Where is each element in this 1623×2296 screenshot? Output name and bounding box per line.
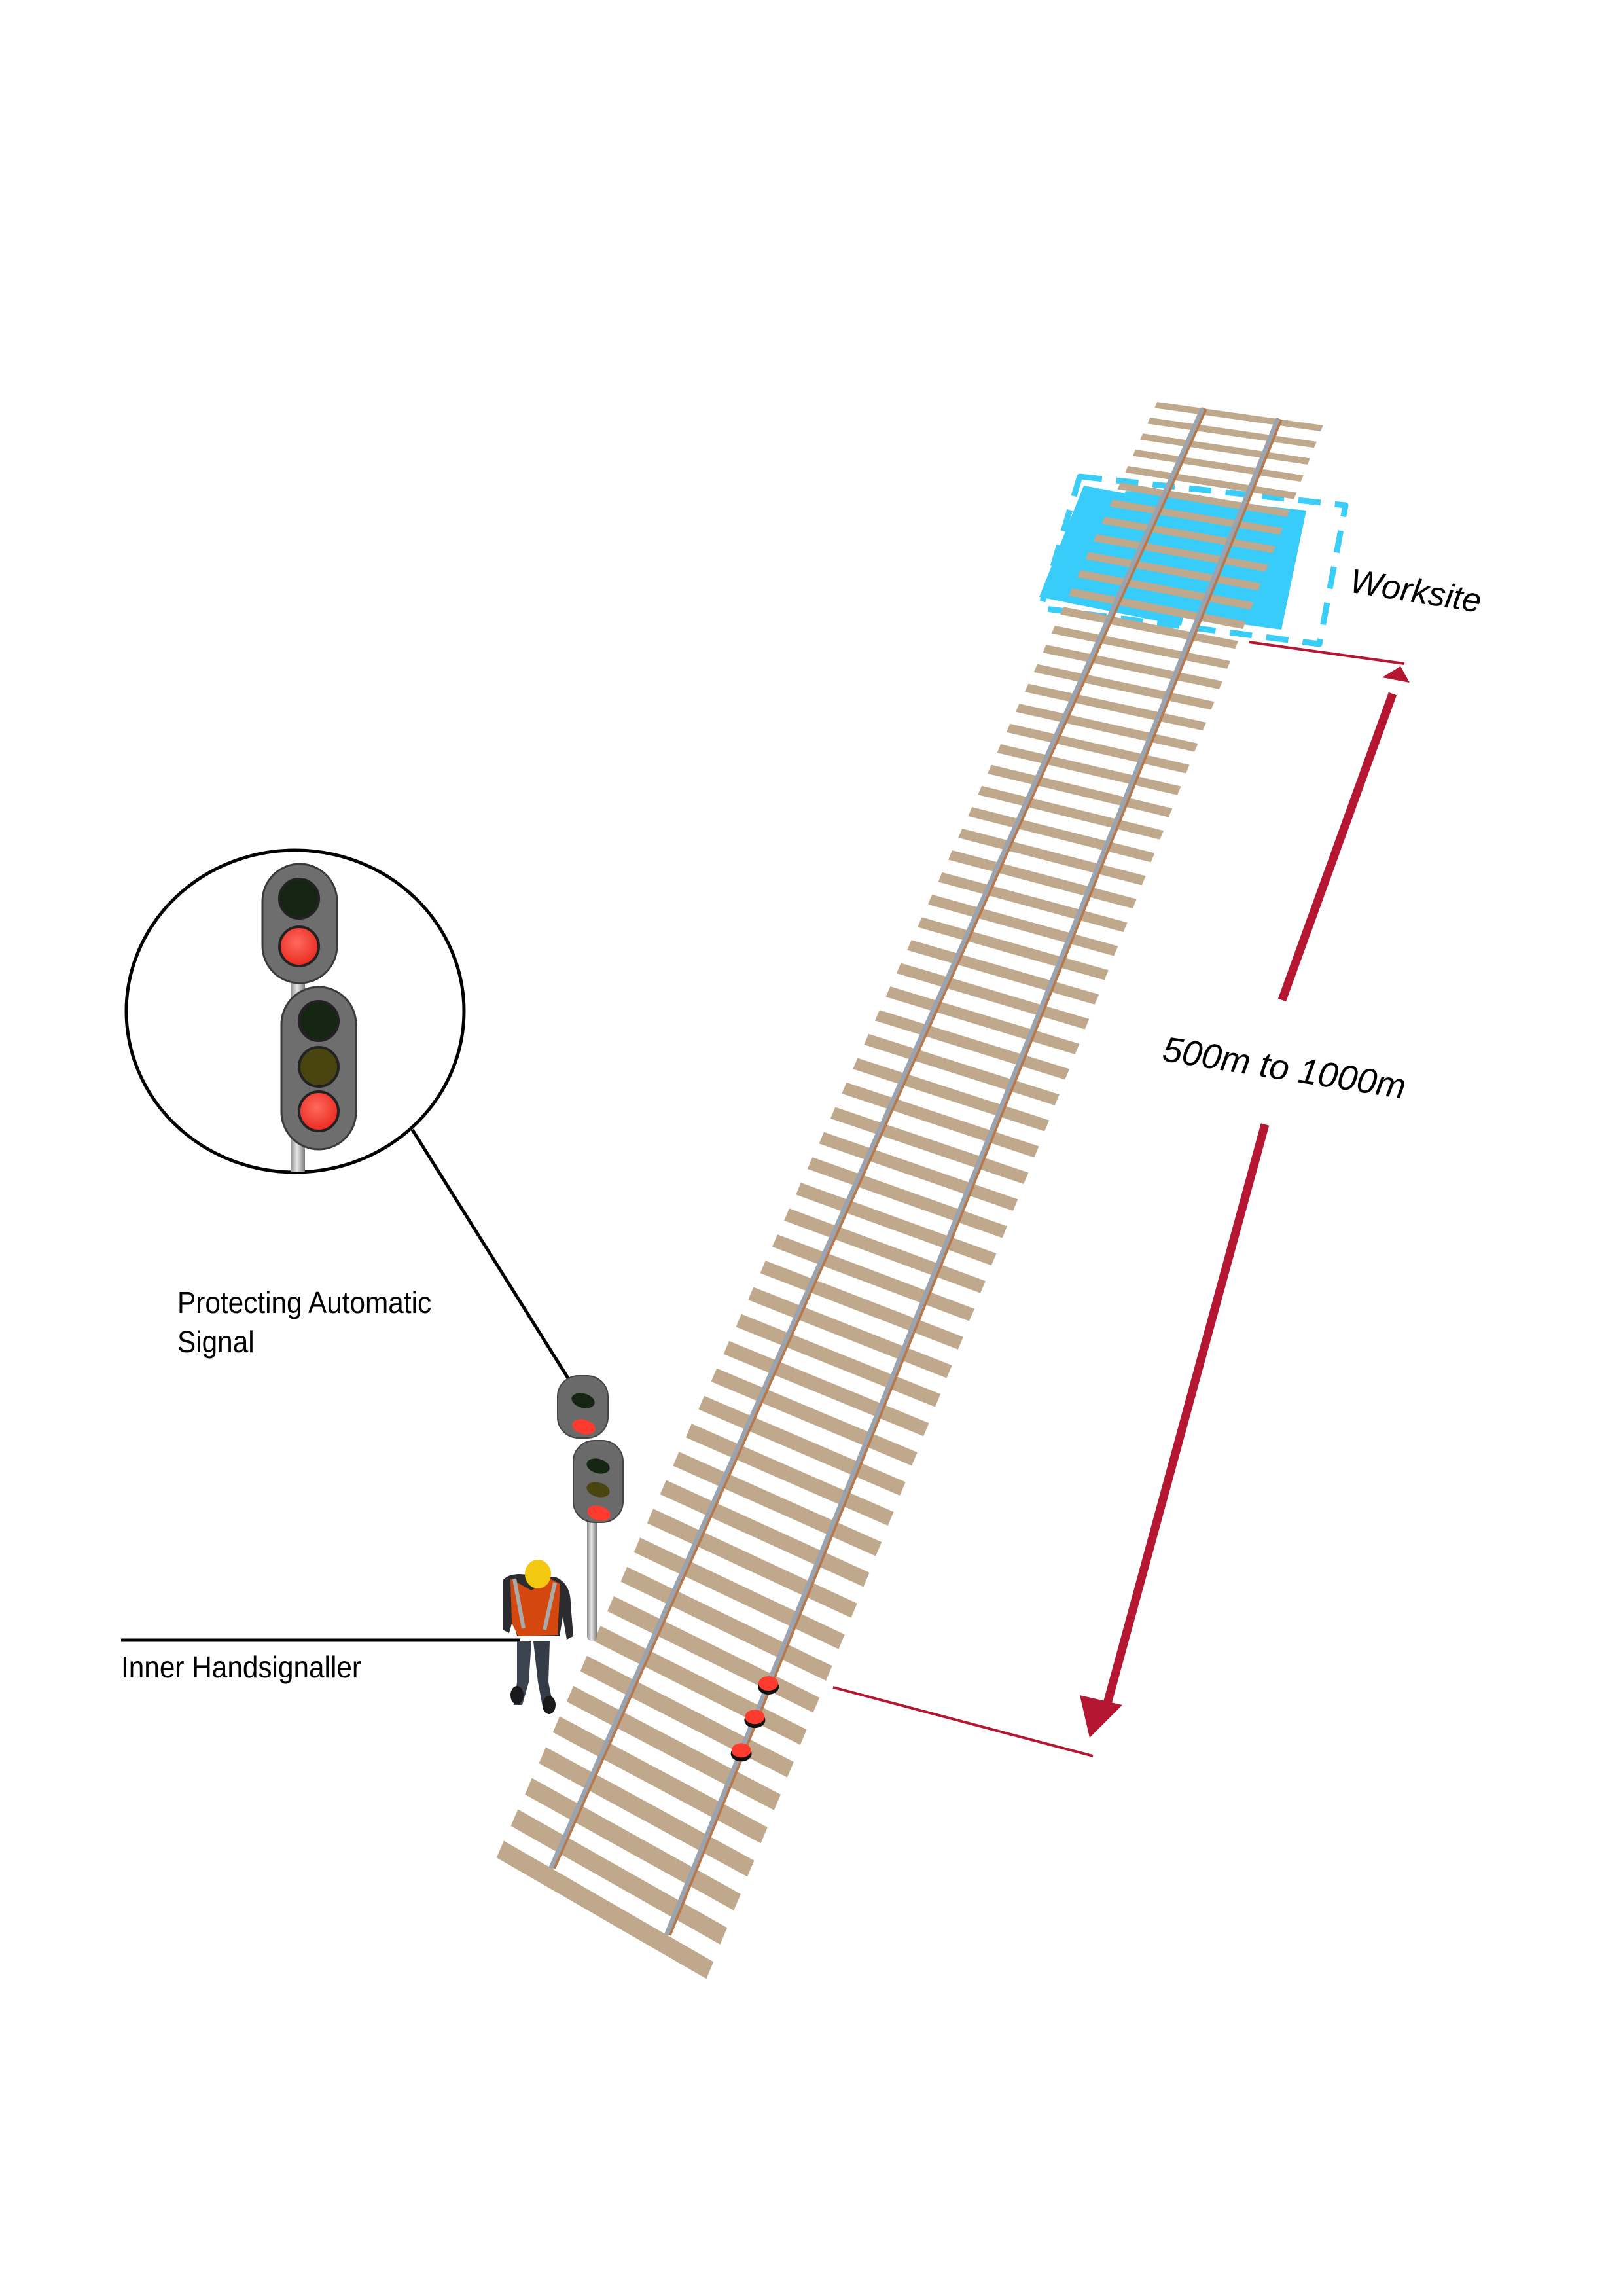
dimension-extension-bottom xyxy=(832,1686,1094,1757)
sleeper xyxy=(1016,704,1198,752)
worksite-border xyxy=(1037,473,1349,647)
rail xyxy=(664,418,1280,1936)
lamp-yellow-off-icon xyxy=(298,1046,340,1088)
arrow-shaft-lower xyxy=(1101,1123,1270,1710)
protecting-signal[interactable] xyxy=(557,1375,624,1641)
handsignaller-shoe xyxy=(543,1696,556,1714)
sleeper xyxy=(997,744,1181,795)
sleeper xyxy=(496,1840,714,1979)
sleeper xyxy=(1033,664,1215,710)
arrow-shaft-upper xyxy=(1277,692,1397,1002)
signal-head-lower xyxy=(573,1440,624,1523)
dimension-extension-top xyxy=(1248,641,1405,665)
sleeper xyxy=(1154,402,1323,432)
sleeper xyxy=(1025,683,1207,731)
sleeper xyxy=(968,807,1155,863)
lamp-green-off-icon xyxy=(278,878,320,920)
inner-handsignaller-figure[interactable] xyxy=(503,1560,573,1714)
detonator-icon xyxy=(731,1743,751,1758)
protecting-signal-label-line2: Signal xyxy=(177,1325,255,1359)
signal-pole xyxy=(587,1513,597,1641)
sleeper xyxy=(1006,723,1190,774)
arrow-head-up-icon xyxy=(1382,666,1410,683)
handsignaller-hard-hat xyxy=(525,1560,551,1588)
sleeper xyxy=(1147,418,1317,448)
lamp-yellow-off-icon xyxy=(586,1482,610,1498)
distance-arrow xyxy=(1080,666,1410,1738)
lamp-green-off-icon xyxy=(298,1000,340,1042)
lamp-red-on-icon xyxy=(572,1419,596,1435)
magnified-signal-callout xyxy=(124,848,573,1384)
callout-leader-line xyxy=(410,1128,573,1384)
detonators xyxy=(730,1676,779,1762)
handsignaller-label: Inner Handsignaller xyxy=(121,1650,361,1684)
lamp-red-on-icon xyxy=(298,1090,340,1132)
handsignaller-vest-stripe xyxy=(512,1578,557,1630)
rail xyxy=(548,407,1205,1869)
railway-track xyxy=(496,402,1323,1979)
sleeper xyxy=(1051,625,1231,669)
lamp-green-off-icon xyxy=(586,1458,610,1474)
detonator-icon xyxy=(745,1710,765,1725)
handsignaller-shoe xyxy=(510,1686,524,1704)
sleeper xyxy=(978,785,1164,840)
protecting-signal-label-line1: Protecting Automatic xyxy=(177,1285,432,1319)
lamp-red-on-icon xyxy=(587,1505,611,1521)
protecting-signal-label: Protecting Automatic Signal xyxy=(177,1283,431,1361)
lamp-green-off-icon xyxy=(571,1393,595,1408)
sleeper xyxy=(1043,645,1222,689)
sleeper xyxy=(988,764,1173,817)
lamp-red-on-icon xyxy=(278,925,320,967)
handsignaller-legs xyxy=(533,1641,554,1710)
detonator-icon xyxy=(758,1676,779,1691)
arrow-head-down-icon xyxy=(1080,1695,1122,1738)
